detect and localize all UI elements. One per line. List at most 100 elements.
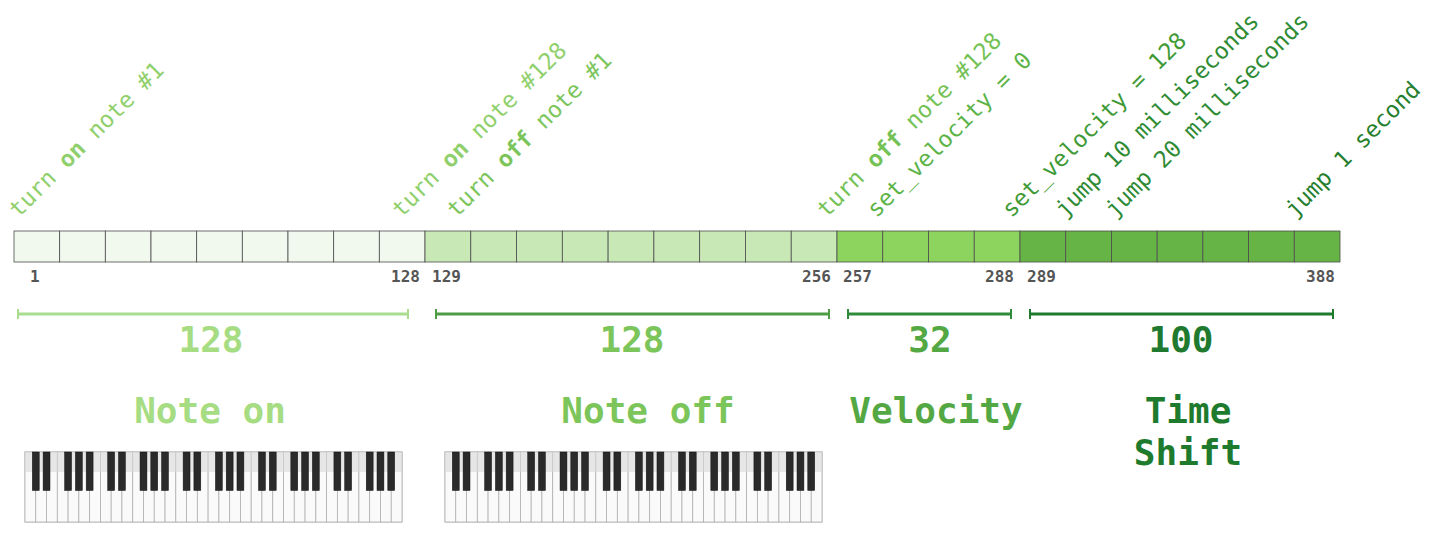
bracket-tick [1010,309,1012,319]
black-key [194,452,201,491]
black-key [334,452,341,491]
bar-cell [837,231,883,262]
index-number: 129 [432,267,461,287]
bar-cell [608,231,654,262]
black-key [118,452,125,491]
black-key [377,452,384,491]
black-key [75,452,82,491]
label-word: jump [1100,164,1158,222]
index-number: 1 [30,267,40,287]
piano-keyboard [25,452,402,522]
black-key [603,452,610,491]
range-bracket [1030,313,1333,316]
bar-cell [745,231,791,262]
label-word: second [1348,76,1425,153]
bar-cell [471,231,517,262]
black-key [86,452,93,491]
bar-cell [151,231,197,262]
label-word: off [491,125,539,173]
black-key [302,452,309,491]
label-word: #1 [579,47,617,85]
bar-cell [562,231,608,262]
bar-cell [197,231,243,262]
range-bracket [436,313,829,316]
bracket-tick [1029,309,1031,319]
black-key [183,452,190,491]
bar-cell [1294,231,1340,262]
label-word: turn [4,164,62,222]
index-number: 256 [802,267,831,287]
bar-cell [1157,231,1203,262]
black-key [108,452,115,491]
label-word: 0 [1009,47,1037,75]
black-key [765,452,772,491]
black-key [538,452,545,491]
range-count: 32 [908,319,951,361]
black-key [259,452,266,491]
bracket-tick [407,309,409,319]
bar-cell [105,231,151,262]
label-word: 1 [1329,145,1357,173]
bracket-tick [17,309,19,319]
black-key [65,452,72,491]
event-label: turn on note #1 [4,57,169,222]
black-key [689,452,696,491]
label-word: note [82,86,140,144]
black-key [345,452,352,491]
bar-cell [883,231,929,262]
black-key [786,452,793,491]
black-key [614,452,621,491]
black-key [485,452,492,491]
black-key [463,452,470,491]
category-title: Note off [488,390,808,432]
bracket-tick [847,309,849,319]
bar-cell [60,231,106,262]
black-key [140,452,147,491]
piano-keyboard [445,452,822,522]
range-bracket [848,313,1011,316]
black-key [732,452,739,491]
label-word: turn [387,164,445,222]
bar-cell [334,231,380,262]
bar-cell [700,231,746,262]
bar-cell [1066,231,1112,262]
black-key [388,452,395,491]
range-bracket [18,313,408,316]
black-key [582,452,589,491]
bracket-tick [435,309,437,319]
bar-cell [929,231,975,262]
piano-body [25,452,402,522]
bracket-tick [828,309,830,319]
black-key [754,452,761,491]
label-word: turn [812,164,870,222]
label-word: 20 [1149,135,1187,173]
bar-cell [425,231,471,262]
bar-cell [1111,231,1157,262]
black-key [43,452,50,491]
index-number: 289 [1027,267,1056,287]
label-word: jump [1280,164,1338,222]
black-key [711,452,718,491]
black-key [269,452,276,491]
black-key [528,452,535,491]
black-key [560,452,567,491]
black-key [215,452,222,491]
black-key [571,452,578,491]
range-count: 128 [178,319,243,361]
black-key [237,452,244,491]
black-key [452,452,459,491]
black-key [162,452,169,491]
index-number: 288 [985,267,1014,287]
black-key [679,452,686,491]
black-key [722,452,729,491]
bar-cell [974,231,1020,262]
label-word: turn [442,164,500,222]
black-key [32,452,39,491]
bar-cell [379,231,425,262]
black-key [366,452,373,491]
black-key [226,452,233,491]
bar-cell [1249,231,1295,262]
black-key [635,452,642,491]
black-key [506,452,513,491]
